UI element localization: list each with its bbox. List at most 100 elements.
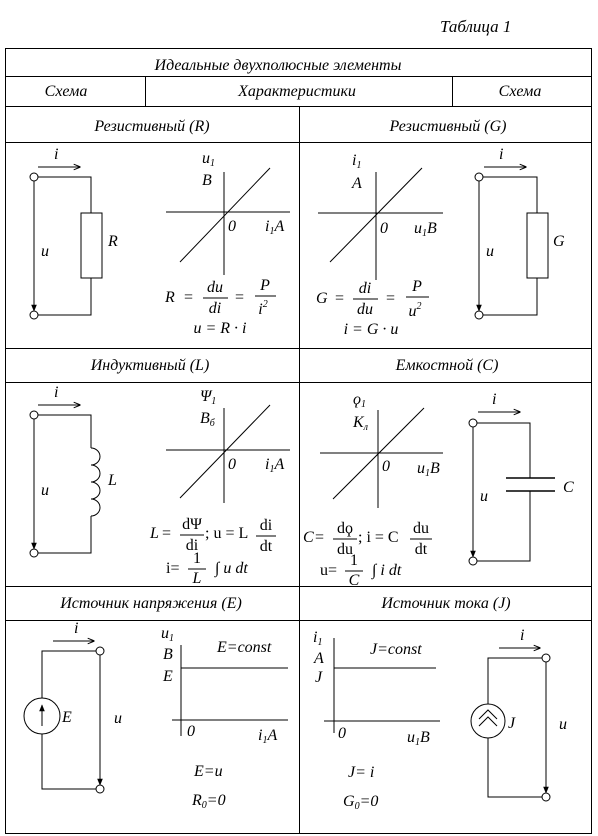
svg-text:=: =: [162, 525, 171, 542]
axis-x-label: i1A: [265, 456, 284, 475]
svg-text:G: G: [316, 290, 328, 307]
svg-text:i=: i=: [166, 560, 179, 577]
svg-text:L: L: [192, 570, 202, 587]
voltage-label: u: [559, 716, 567, 733]
section-title-inductive: Индуктивный (L): [90, 357, 210, 374]
resistor-r-circuit: [29, 167, 103, 320]
svg-text:R: R: [164, 289, 175, 306]
voltage-label: u: [480, 488, 488, 505]
header-schema-right: Схема: [499, 83, 542, 100]
axis-y-level: J: [315, 669, 323, 686]
svg-text:=: =: [235, 289, 244, 306]
element-label: J: [508, 715, 516, 732]
axis-y-label: i1: [313, 629, 322, 648]
svg-text:C: C: [303, 529, 314, 546]
element-label: G: [553, 233, 565, 250]
svg-text:∫ u dt: ∫ u dt: [214, 560, 248, 578]
inductor-graph: [166, 404, 290, 503]
axis-y-unit: Bб: [200, 410, 216, 429]
svg-text:i = G · u: i = G · u: [344, 321, 399, 338]
svg-text:dΨ: dΨ: [182, 516, 202, 533]
svg-text:di: di: [186, 537, 199, 554]
resistor-r-graph: [166, 167, 290, 275]
svg-text:∫ i dt: ∫ i dt: [371, 562, 402, 580]
capacitor-formula: C = dϙ du ; i = C du dt u= 1 C ∫ i dt: [303, 520, 432, 589]
voltage-label: u: [114, 710, 122, 727]
svg-text:=: =: [386, 290, 395, 307]
formula-2: G0=0: [343, 793, 378, 812]
formula-1: E=u: [193, 763, 223, 780]
origin-label: 0: [382, 458, 390, 475]
resistor-g-graph: [318, 167, 443, 280]
section-title-capacitive: Емкостной (C): [395, 357, 499, 374]
svg-text:i2: i2: [258, 299, 267, 318]
axis-x-label: u1B: [407, 729, 430, 748]
axis-y-unit: Kл: [352, 414, 369, 433]
voltage-source-circuit: [23, 641, 105, 794]
svg-text:L: L: [149, 525, 159, 542]
axis-x-label: u1B: [414, 220, 437, 239]
resistor-g-circuit: [474, 167, 549, 320]
axis-y-unit: A: [313, 650, 324, 667]
origin-label: 0: [228, 218, 236, 235]
header-characteristics: Характеристики: [237, 83, 356, 100]
table-title: Идеальные двухполюсные элементы: [154, 57, 402, 74]
svg-text:1: 1: [350, 552, 358, 569]
axis-y-unit: A: [351, 175, 362, 192]
svg-text:; u = L: ; u = L: [205, 525, 248, 542]
axis-y-level: E: [162, 668, 173, 685]
origin-label: 0: [187, 723, 195, 740]
svg-text:; i = C: ; i = C: [358, 529, 399, 546]
axis-y-label: u1: [161, 625, 174, 644]
axis-y-unit: B: [202, 172, 212, 189]
line-label: E=const: [216, 639, 272, 656]
voltage-label: u: [41, 243, 49, 260]
voltage-label: u: [41, 482, 49, 499]
voltage-source-graph: [172, 645, 288, 736]
current-source-graph: [324, 638, 440, 733]
section-title-current-source: Источник тока (J): [380, 595, 510, 612]
formula-1: J= i: [348, 764, 374, 781]
current-label: i: [492, 391, 496, 408]
section-title-voltage-source: Источник напряжения (E): [59, 595, 242, 612]
resistor-r-formula: R = du di = P i2 u = R · i: [164, 277, 276, 337]
svg-text:dt: dt: [415, 541, 428, 558]
svg-text:du: du: [413, 520, 429, 537]
svg-text:P: P: [259, 277, 270, 294]
current-label: i: [54, 384, 58, 401]
svg-text:du: du: [357, 301, 373, 318]
table-caption: Таблица 1: [440, 17, 512, 36]
table-grid: [5, 48, 592, 834]
element-label: L: [107, 472, 117, 489]
formula-2: R0=0: [191, 792, 226, 811]
capacitor-graph: [320, 407, 443, 508]
svg-text:u2: u2: [409, 301, 422, 320]
current-source-circuit: [470, 648, 551, 802]
svg-text:di: di: [359, 280, 371, 297]
current-label: i: [499, 146, 503, 163]
origin-label: 0: [338, 725, 346, 742]
current-label: i: [520, 627, 524, 644]
svg-text:1: 1: [193, 550, 201, 567]
svg-text:du: du: [207, 279, 223, 296]
svg-text:di: di: [209, 300, 221, 317]
header-schema-left: Схема: [45, 83, 88, 100]
resistor-g-formula: G = di du = P u2 i = G · u: [316, 278, 429, 338]
svg-text:=: =: [335, 290, 344, 307]
svg-text:C: C: [349, 572, 360, 589]
axis-y-label: u1: [202, 150, 215, 169]
origin-label: 0: [380, 220, 388, 237]
svg-text:=: =: [184, 289, 193, 306]
axis-y-label: Ψ1: [200, 388, 216, 407]
axis-y-label: i1: [352, 152, 361, 171]
svg-text:dt: dt: [260, 538, 273, 555]
element-label: E: [61, 709, 72, 726]
svg-text:di: di: [260, 517, 273, 534]
axis-y-label: ϙ1: [353, 391, 366, 410]
axis-x-label: i1A: [258, 727, 277, 746]
axis-x-label: u1B: [417, 460, 440, 479]
capacitor-circuit: [468, 412, 555, 566]
inductor-circuit: [29, 405, 101, 558]
element-label: C: [563, 479, 574, 496]
